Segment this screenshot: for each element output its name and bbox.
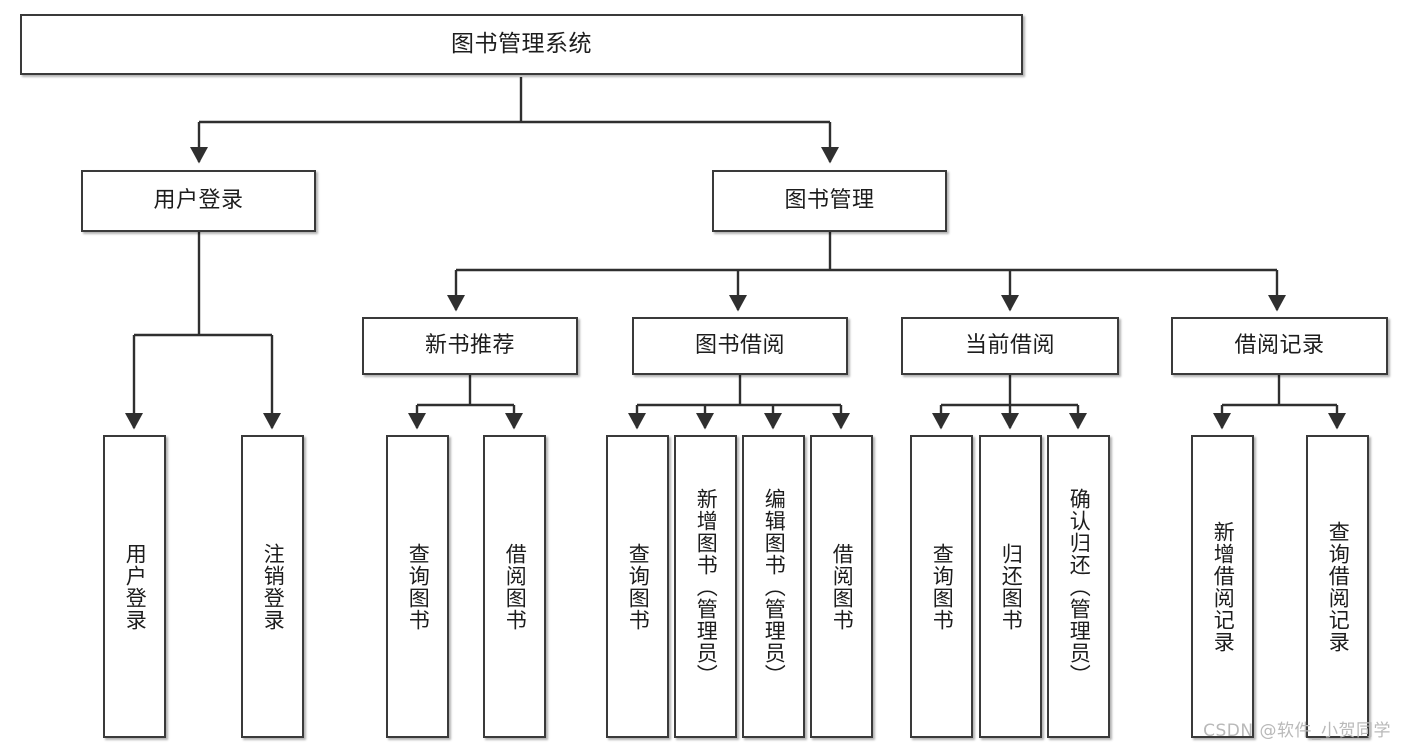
node-user-login[interactable]: 用户登录 — [81, 170, 316, 232]
node-label: 当前借阅 — [964, 333, 1055, 359]
node-current-borrow[interactable]: 当前借阅 — [901, 317, 1119, 375]
node-label: 确认归还（管理员） — [1067, 487, 1092, 686]
node-label: 用户登录 — [123, 542, 148, 631]
node-label: 用户登录 — [153, 188, 244, 214]
node-leaf-user-login[interactable]: 用户登录 — [103, 435, 166, 738]
node-leaf-query-book-1[interactable]: 查询图书 — [386, 435, 449, 738]
node-label: 查询图书 — [930, 542, 955, 631]
node-book-borrow[interactable]: 图书借阅 — [632, 317, 848, 375]
node-leaf-query-record[interactable]: 查询借阅记录 — [1306, 435, 1369, 738]
node-label: 新书推荐 — [424, 333, 515, 359]
node-leaf-query-book-2[interactable]: 查询图书 — [606, 435, 669, 738]
node-leaf-return-book[interactable]: 归还图书 — [979, 435, 1042, 738]
node-label: 查询图书 — [626, 542, 651, 631]
node-label: 归还图书 — [999, 542, 1024, 631]
node-leaf-add-record[interactable]: 新增借阅记录 — [1191, 435, 1254, 738]
node-label: 查询借阅记录 — [1326, 520, 1351, 653]
node-book-manage[interactable]: 图书管理 — [712, 170, 947, 232]
node-leaf-borrow-book-1[interactable]: 借阅图书 — [483, 435, 546, 738]
node-root-system[interactable]: 图书管理系统 — [20, 14, 1023, 75]
node-leaf-logout-login[interactable]: 注销登录 — [241, 435, 304, 738]
node-leaf-edit-book[interactable]: 编辑图书（管理员） — [742, 435, 805, 738]
node-leaf-confirm-return[interactable]: 确认归还（管理员） — [1047, 435, 1110, 738]
node-label: 借阅图书 — [830, 542, 855, 631]
node-label: 图书借阅 — [694, 333, 785, 359]
node-label: 注销登录 — [261, 542, 286, 631]
node-leaf-query-book-3[interactable]: 查询图书 — [910, 435, 973, 738]
node-borrow-record[interactable]: 借阅记录 — [1171, 317, 1388, 375]
node-label: 图书管理 — [784, 188, 875, 214]
node-label: 借阅记录 — [1234, 333, 1325, 359]
node-label: 借阅图书 — [503, 542, 528, 631]
node-new-book-recommend[interactable]: 新书推荐 — [362, 317, 578, 375]
node-label: 查询图书 — [406, 542, 431, 631]
node-leaf-borrow-book-2[interactable]: 借阅图书 — [810, 435, 873, 738]
csdn-watermark: CSDN @软件_小贺同学 — [1203, 721, 1391, 741]
node-label: 图书管理系统 — [451, 31, 592, 58]
node-leaf-add-book[interactable]: 新增图书（管理员） — [674, 435, 737, 738]
node-label: 编辑图书（管理员） — [762, 487, 787, 686]
node-label: 新增借阅记录 — [1211, 520, 1236, 653]
node-label: 新增图书（管理员） — [694, 487, 719, 686]
